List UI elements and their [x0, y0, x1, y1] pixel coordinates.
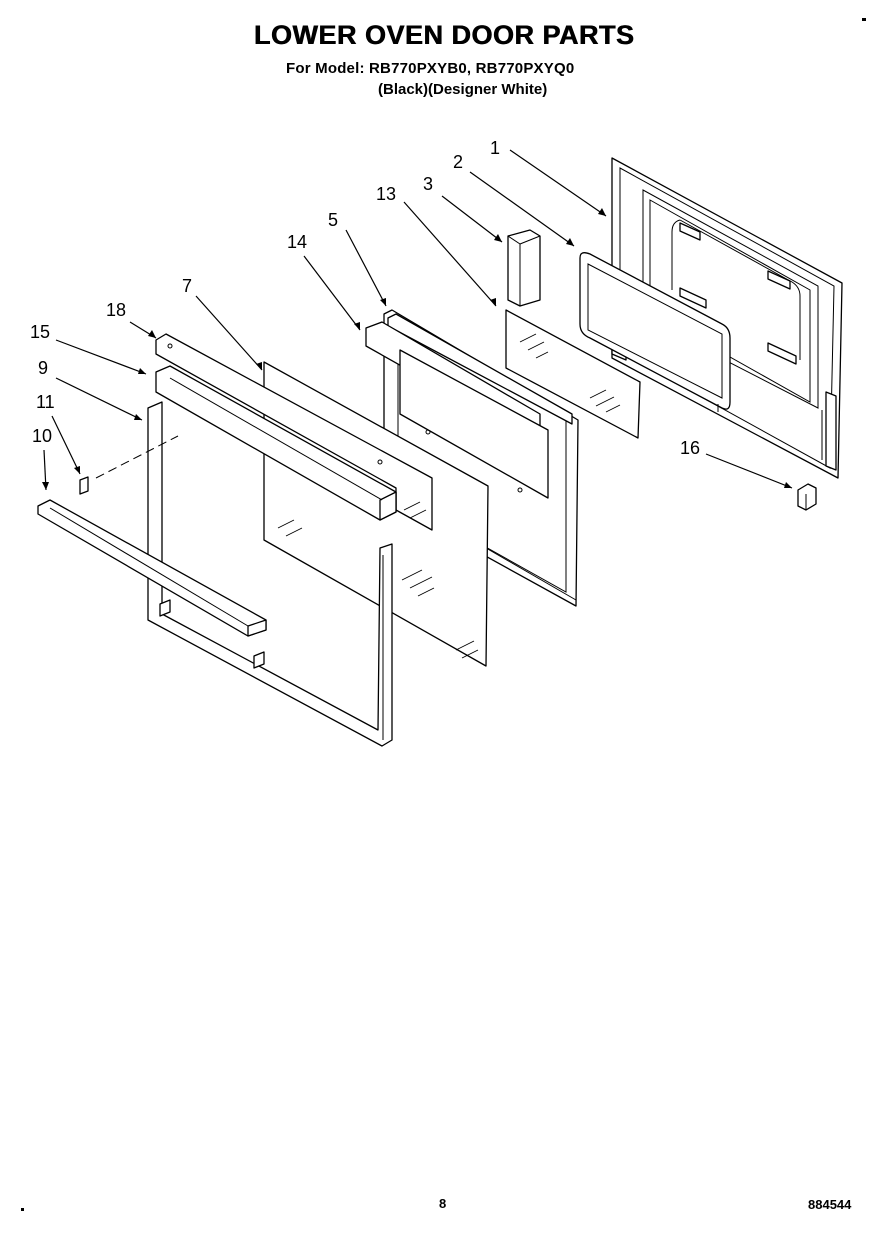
registration-mark-bottom-left [21, 1208, 24, 1211]
part-18-top-trim [155, 333, 433, 531]
part-10-bottom-trim [37, 499, 267, 637]
part-13-inner-glass [505, 309, 641, 439]
part-3-channel-bracket [507, 229, 541, 307]
part-1-inner-door [611, 157, 843, 479]
document-code: 884544 [808, 1197, 852, 1212]
callout-2: 2 [453, 152, 463, 172]
callout-18: 18 [106, 300, 126, 320]
page-number: 8 [439, 1196, 447, 1211]
callout-10: 10 [32, 426, 52, 446]
registration-mark-top-right [862, 18, 866, 21]
part-2-wire-frame [579, 252, 731, 412]
callout-13: 13 [376, 184, 396, 204]
callout-15: 15 [30, 322, 50, 342]
page-title: LOWER OVEN DOOR PARTS [253, 20, 635, 50]
model-line: For Model: RB770PXYB0, RB770PXYQ0 [286, 60, 575, 77]
leader-lines [42, 149, 793, 491]
color-line: (Black)(Designer White) [378, 81, 548, 98]
part-14-insulation-strip [365, 321, 549, 499]
callout-1: 1 [490, 138, 500, 158]
callout-11: 11 [36, 392, 55, 412]
part-16-block [797, 483, 817, 511]
part-11-clip [79, 476, 89, 495]
part-9-outer-frame [147, 401, 393, 747]
callout-14: 14 [287, 232, 307, 252]
callout-9: 9 [38, 358, 48, 378]
part-15-handle-trim [155, 365, 397, 521]
callout-5: 5 [328, 210, 338, 230]
alignment-dash [95, 435, 179, 479]
callout-16: 16 [680, 438, 700, 458]
callout-3: 3 [423, 174, 433, 194]
callout-7: 7 [182, 276, 192, 296]
